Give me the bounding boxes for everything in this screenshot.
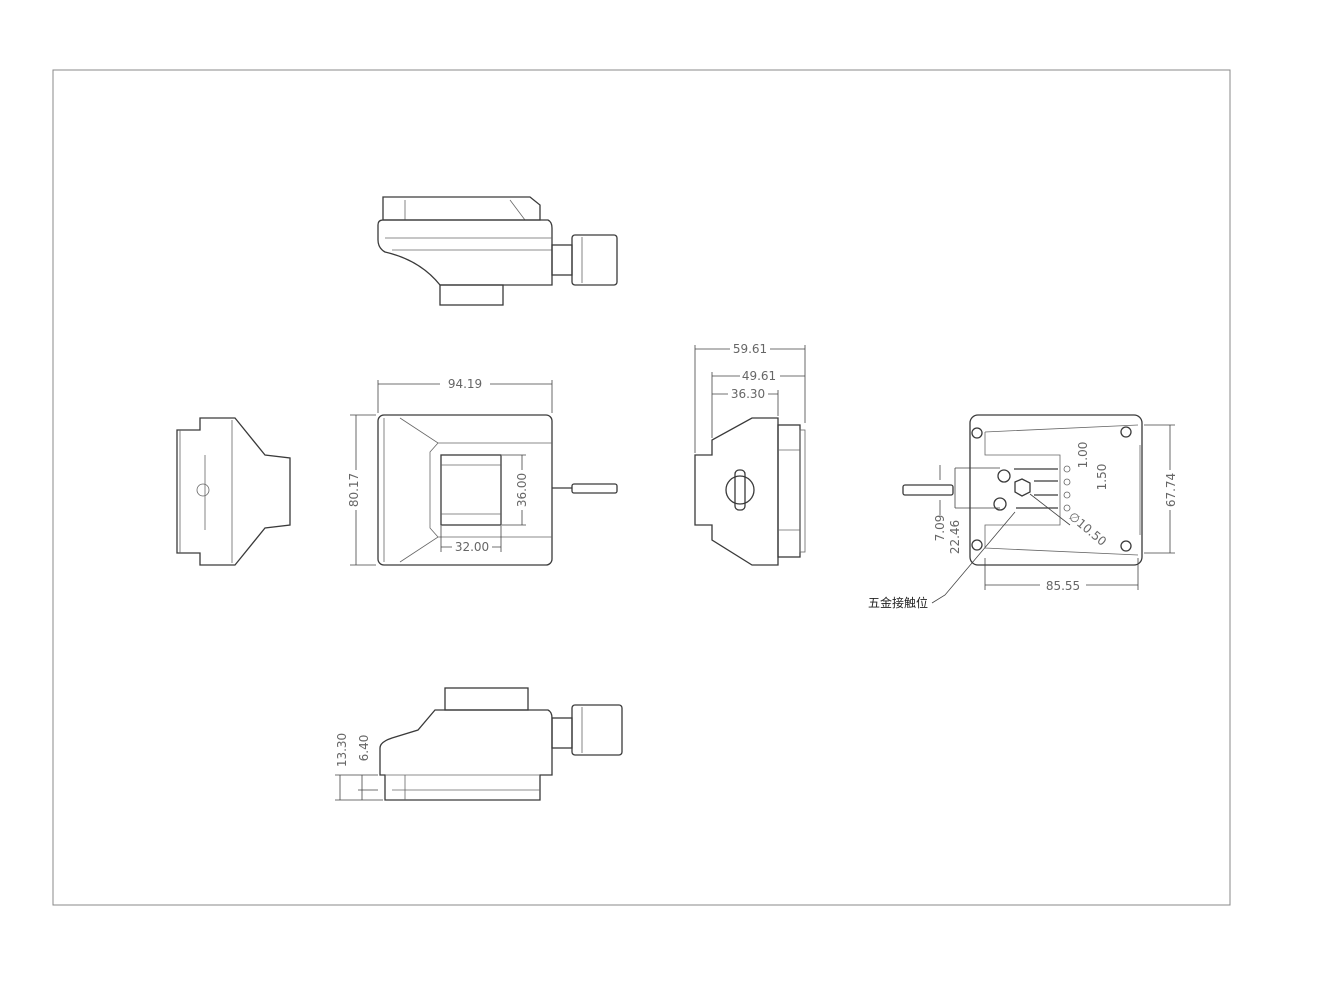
front-view: 94.19 80.17 36.00 32.00	[347, 377, 618, 566]
left-view	[176, 417, 291, 566]
dim-depth-mid: 49.61	[742, 369, 776, 383]
dim-width: 94.19	[448, 377, 482, 391]
dim-window-height: 36.00	[515, 473, 529, 507]
rear-view: 67.74 85.55 1.00 1.50 7.09 22.46 ∅10.50 …	[868, 414, 1178, 610]
dim-rear-width: 85.55	[1046, 579, 1080, 593]
dim-offset-2: 22.46	[948, 520, 962, 554]
contact-label: 五金接触位	[868, 595, 928, 610]
dim-rear-height: 67.74	[1164, 473, 1178, 507]
drawing-frame	[52, 69, 1231, 906]
dim-bottom-height-2: 6.40	[357, 735, 371, 762]
side-view: 59.61 49.61 36.30	[694, 342, 806, 566]
dim-bottom-height-1: 13.30	[335, 733, 349, 767]
dim-window-width: 32.00	[455, 540, 489, 554]
dim-depth-inner: 36.30	[731, 387, 765, 401]
bottom-view: 13.30 6.40	[335, 687, 623, 801]
top-view	[377, 196, 618, 306]
dim-offset-1: 7.09	[933, 515, 947, 542]
dim-height: 80.17	[347, 473, 361, 507]
dim-hole-diameter: ∅10.50	[1066, 509, 1109, 549]
dim-pin-pitch-2: 1.50	[1095, 464, 1109, 491]
dim-pin-pitch: 1.00	[1076, 442, 1090, 469]
dim-depth-total: 59.61	[733, 342, 767, 356]
